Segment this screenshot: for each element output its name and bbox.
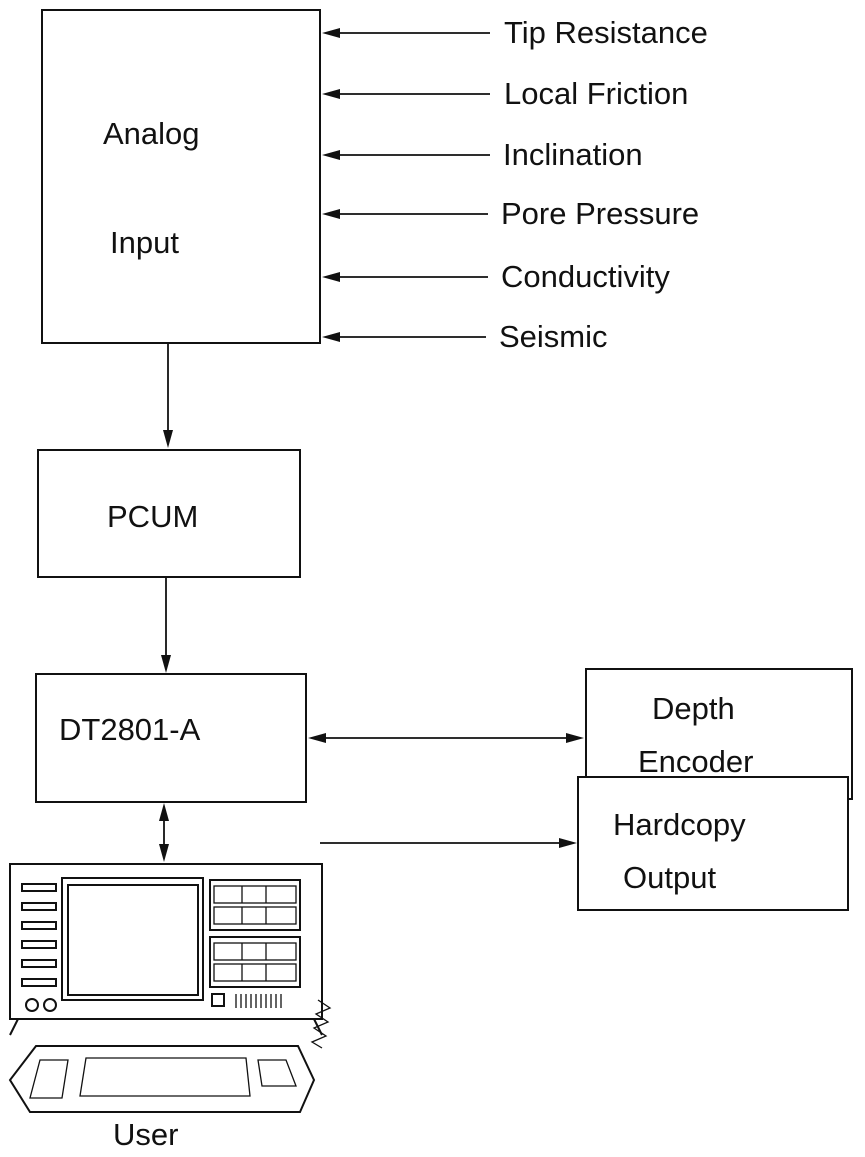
arrow-analog-to-pcum	[163, 343, 173, 448]
keyboard	[8, 1045, 316, 1113]
input-label-seismic: Seismic	[499, 319, 608, 354]
input-label-conductivity: Conductivity	[501, 259, 670, 294]
depth-encoder-label-line2: Encoder	[638, 744, 753, 779]
input-label-tip-resistance: Tip Resistance	[504, 15, 708, 50]
input-label-pore-pressure: Pore Pressure	[501, 196, 699, 231]
input-inclination: Inclination	[322, 137, 643, 172]
hardcopy-output-label-line1: Hardcopy	[613, 807, 746, 842]
arrow-pcum-to-dt2801	[161, 577, 171, 673]
disk-drives	[209, 879, 301, 988]
arrow-computer-to-hardcopy	[320, 838, 577, 848]
arrow-dt2801-computer	[159, 803, 169, 862]
computer-terminal-icon: User	[8, 863, 332, 1152]
input-label-inclination: Inclination	[503, 137, 643, 172]
sensor-input-list: Tip Resistance Local Friction Inclinatio…	[322, 15, 708, 354]
analog-input-label-line1: Analog	[103, 116, 200, 151]
vent-slots	[21, 883, 57, 987]
input-local-friction: Local Friction	[322, 76, 688, 111]
input-pore-pressure: Pore Pressure	[322, 196, 699, 231]
analog-input-label-line2: Input	[110, 225, 179, 260]
depth-encoder-label-line1: Depth	[652, 691, 735, 726]
pcum-block: PCUM	[37, 449, 301, 578]
input-tip-resistance: Tip Resistance	[322, 15, 708, 50]
pcum-label: PCUM	[107, 499, 198, 534]
input-label-local-friction: Local Friction	[504, 76, 688, 111]
analog-input-block: Analog Input	[41, 9, 321, 344]
front-grille	[235, 994, 282, 1008]
hardcopy-output-block: Hardcopy Output	[577, 776, 849, 911]
user-label: User	[113, 1117, 178, 1152]
hardcopy-output-label-line2: Output	[623, 860, 716, 895]
dt2801-label: DT2801-A	[59, 712, 201, 747]
dt2801-block: DT2801-A	[35, 673, 307, 803]
input-seismic: Seismic	[322, 319, 608, 354]
input-conductivity: Conductivity	[322, 259, 670, 294]
arrow-dt2801-depth-encoder	[308, 733, 584, 743]
